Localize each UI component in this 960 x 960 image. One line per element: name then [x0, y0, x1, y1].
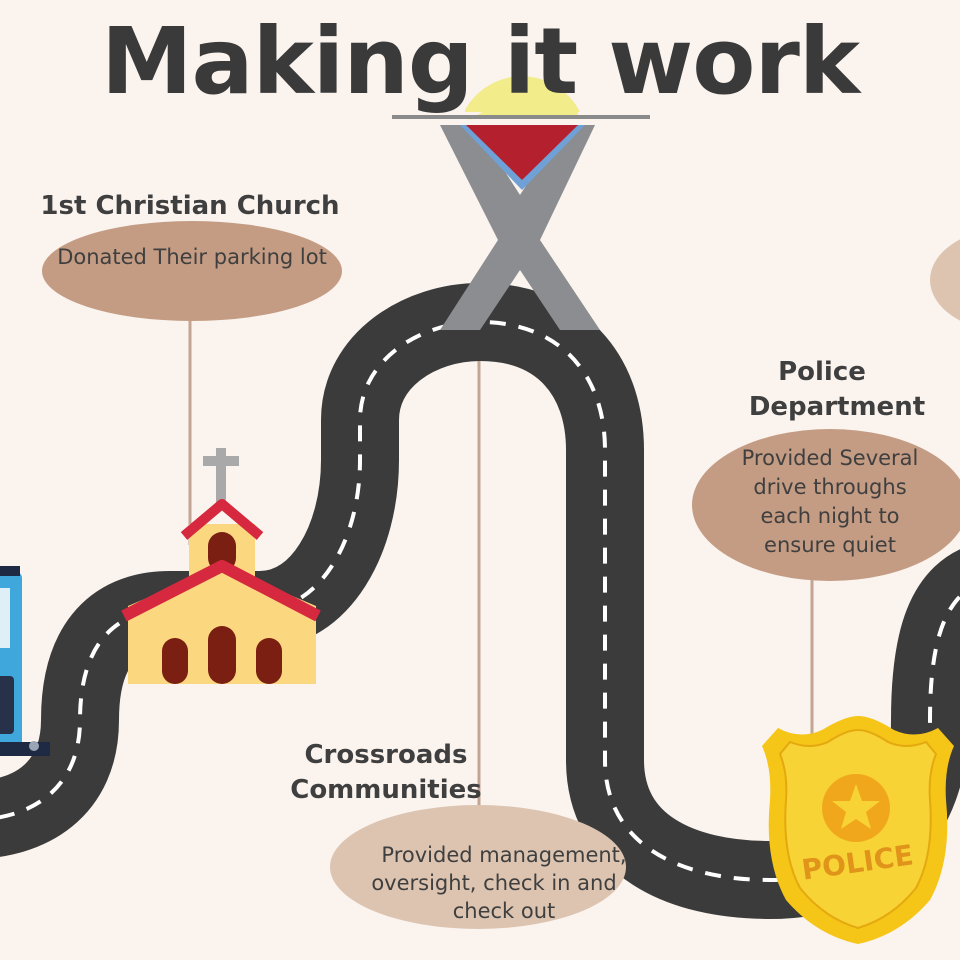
church-icon — [121, 448, 321, 684]
police-description-line2: drive throughs — [753, 475, 907, 499]
crossroads-description-line3: check out — [452, 899, 556, 923]
police-badge-icon: POLICE — [762, 716, 954, 944]
crossroads-logo-icon — [392, 76, 650, 330]
police-description-line3: each night to — [760, 504, 900, 528]
crossroads-heading-line1: Crossroads — [304, 740, 468, 770]
church-heading: 1st Christian Church — [40, 191, 340, 221]
crossroads-description-line1: Provided management, — [381, 843, 627, 867]
police-description-line4: ensure quiet — [764, 533, 896, 557]
church-description: Donated Their parking lot — [57, 245, 327, 269]
crossroads-bubble — [330, 805, 626, 929]
tram-icon — [0, 566, 50, 756]
police-heading-line1: Police — [778, 357, 866, 387]
road-centerline — [0, 319, 960, 883]
church-bubble — [42, 221, 342, 321]
police-description-line1: Provided Several — [741, 446, 919, 470]
police-bubble — [692, 429, 960, 581]
crossroads-heading-line2: Communities — [290, 775, 482, 805]
page-title: Making it work — [100, 8, 860, 115]
crossroads-description-line2: oversight, check in and — [371, 871, 617, 895]
police-heading-line2: Department — [748, 392, 926, 422]
offscreen-bubble — [930, 239, 960, 321]
